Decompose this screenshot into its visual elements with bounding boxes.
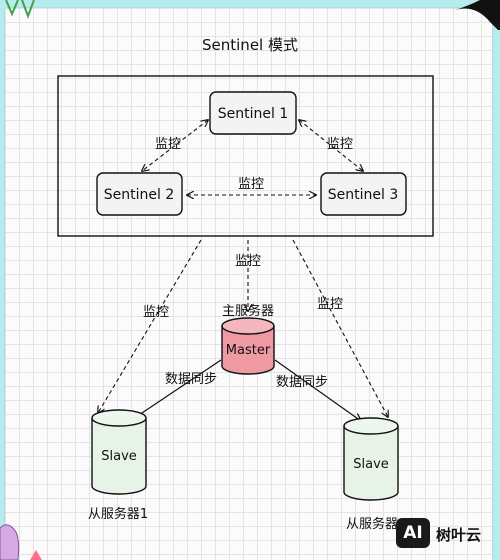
slave-left-caption: 从服务器1 bbox=[88, 506, 148, 522]
slave-right-node[interactable]: Slave bbox=[343, 417, 399, 501]
slave-left-label: Slave bbox=[101, 449, 137, 464]
diagram-canvas: Sentinel 模式 Sentinel 1 Sentinel 2 Sentin… bbox=[5, 8, 492, 560]
label-sync-right: 数据同步 bbox=[276, 375, 328, 390]
label-monitor-slave-right: 监控 bbox=[317, 297, 343, 312]
edge-sync-right bbox=[274, 359, 361, 421]
edge-monitor-slave-right bbox=[292, 239, 388, 417]
label-monitor-1-3: 监控 bbox=[327, 137, 353, 152]
master-label: Master bbox=[226, 343, 271, 358]
label-monitor-slave-left: 监控 bbox=[143, 305, 169, 320]
sentinel-diagram: Sentinel 模式 Sentinel 1 Sentinel 2 Sentin… bbox=[57, 36, 434, 532]
sentinel-1-label: Sentinel 1 bbox=[218, 106, 289, 122]
sentinel-3-label: Sentinel 3 bbox=[328, 187, 399, 203]
watermark-text: 树叶云 bbox=[436, 526, 482, 544]
label-sync-left: 数据同步 bbox=[165, 372, 217, 387]
edge-sync-left bbox=[130, 359, 222, 421]
sentinel-2-label: Sentinel 2 bbox=[104, 187, 175, 203]
master-node[interactable]: Master bbox=[221, 317, 275, 375]
sentinel-group-box bbox=[57, 75, 434, 237]
slave-left-node[interactable]: Slave bbox=[91, 409, 147, 495]
edge-monitor-slave-left bbox=[98, 239, 202, 413]
watermark-logo-text: AI bbox=[403, 523, 423, 543]
sentinel-3-node[interactable]: Sentinel 3 bbox=[320, 172, 407, 216]
leaf-decoration-icon bbox=[5, 0, 35, 19]
sentinel-2-node[interactable]: Sentinel 2 bbox=[96, 172, 183, 216]
label-monitor-1-2: 监控 bbox=[155, 137, 181, 152]
watermark-logo-icon: AI bbox=[396, 518, 430, 548]
shell-decoration-icon bbox=[0, 524, 42, 560]
sentinel-1-node[interactable]: Sentinel 1 bbox=[209, 91, 297, 135]
diagram-title: Sentinel 模式 bbox=[202, 36, 298, 54]
label-monitor-master: 监控 bbox=[235, 254, 261, 269]
slave-right-label: Slave bbox=[353, 457, 389, 472]
label-monitor-2-3: 监控 bbox=[238, 177, 264, 192]
ribbon-decoration-icon bbox=[455, 0, 500, 30]
master-caption: 主服务器 bbox=[222, 303, 274, 319]
slave-right-caption: 从服务器 bbox=[346, 516, 398, 532]
watermark: AI 树叶云 bbox=[396, 516, 496, 554]
